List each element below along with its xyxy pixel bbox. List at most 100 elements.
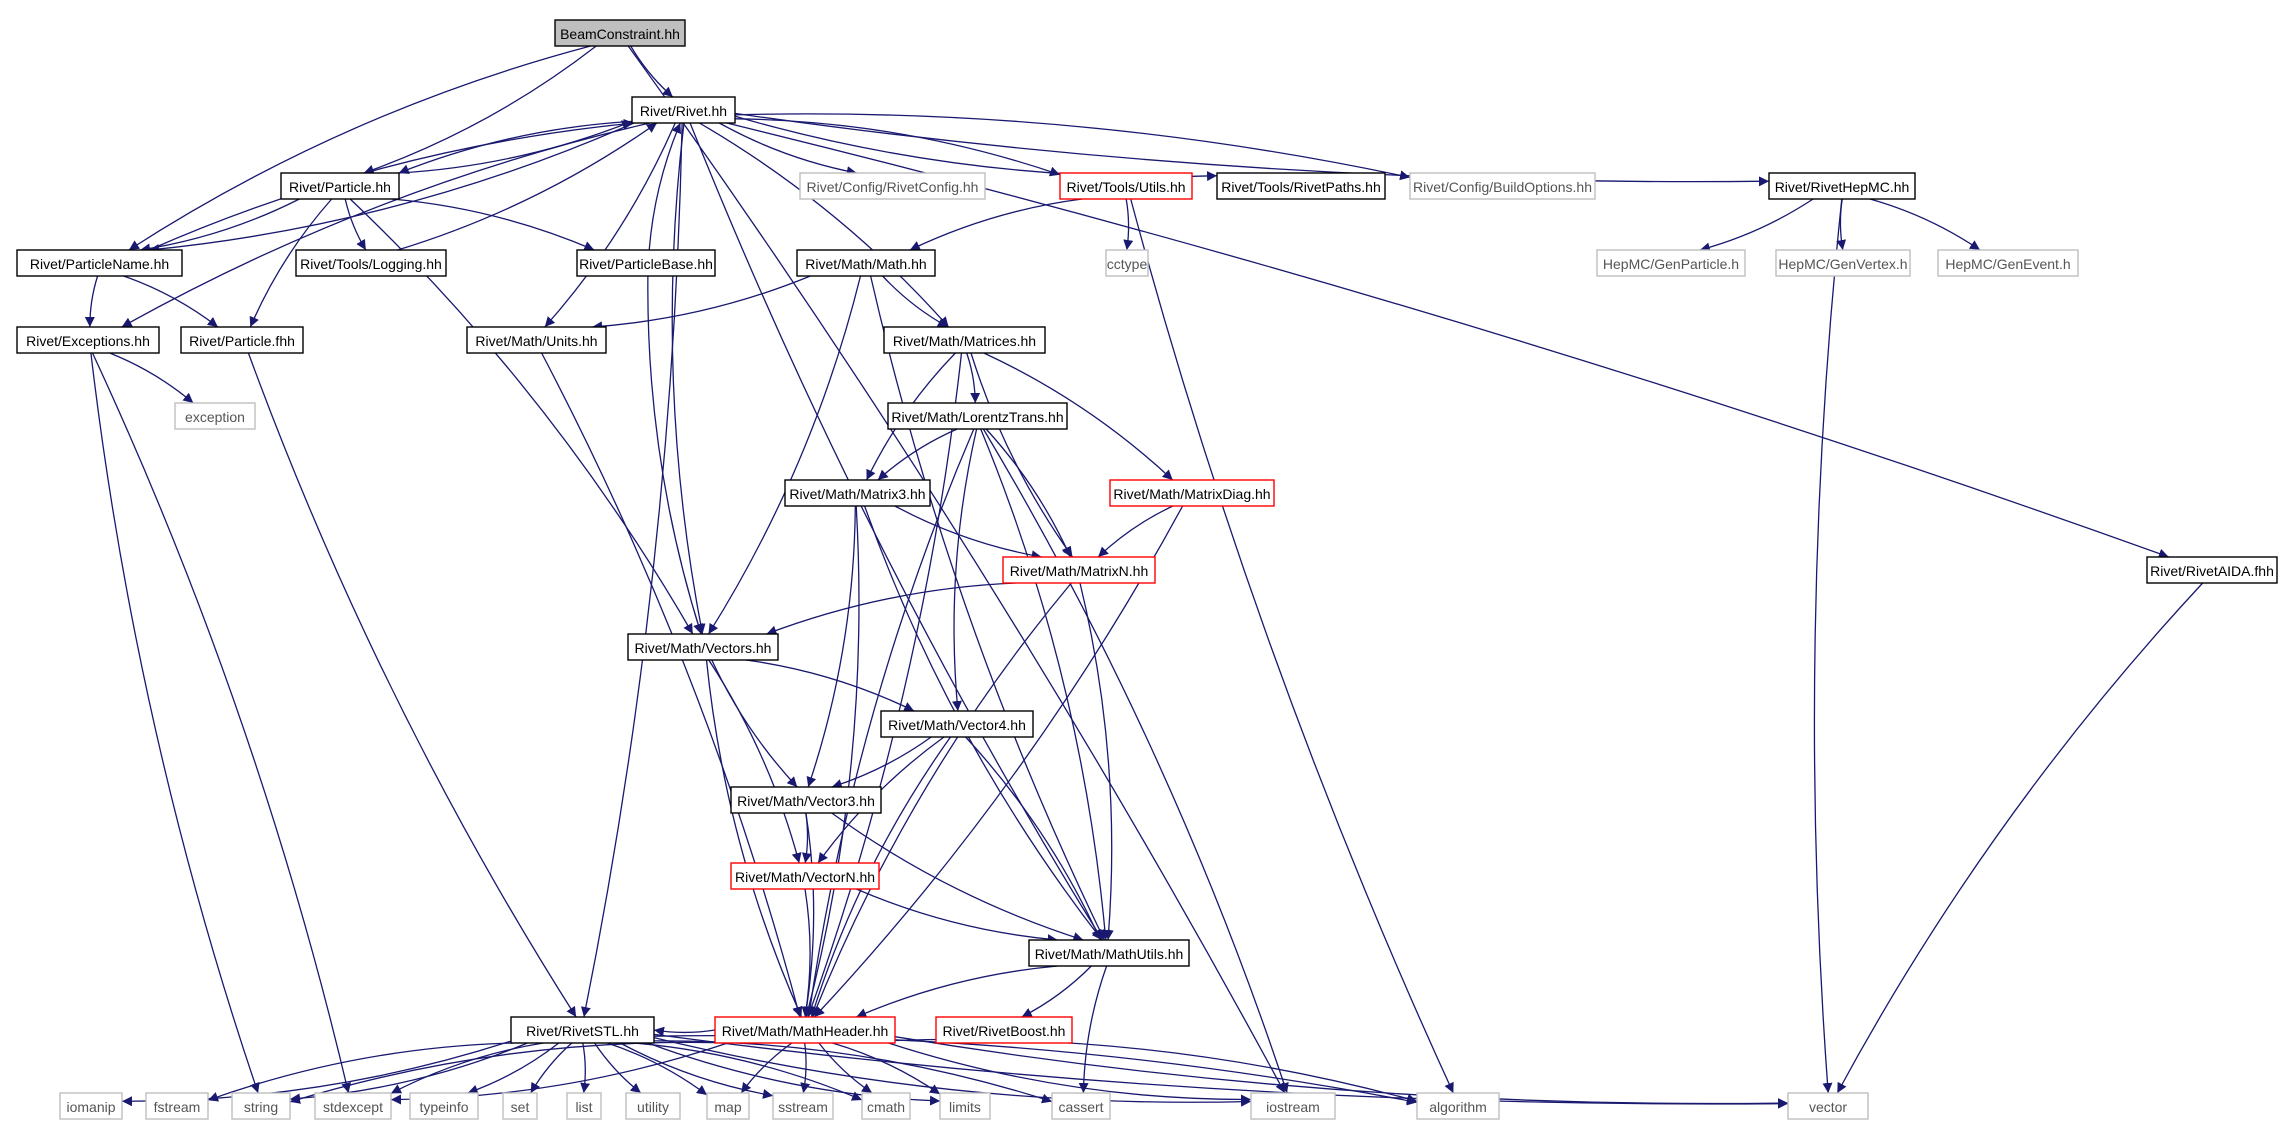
edge-stl-to-utility: [594, 1042, 642, 1094]
node-set[interactable]: set: [502, 1092, 538, 1120]
node-utility[interactable]: utility: [625, 1092, 681, 1120]
node-stl-box: [510, 1016, 655, 1044]
edge-vectors-to-vec3: [711, 659, 798, 788]
node-fstream[interactable]: fstream: [145, 1092, 209, 1120]
node-cctype[interactable]: cctype: [1105, 249, 1149, 277]
node-map[interactable]: map: [706, 1092, 750, 1120]
node-cfg[interactable]: Rivet/Config/RivetConfig.hh: [799, 172, 986, 200]
edge-vecN-to-mheader: [801, 888, 812, 1018]
edge-particle-to-pfhh: [249, 198, 333, 328]
node-exc[interactable]: Rivet/Exceptions.hh: [16, 326, 160, 354]
node-aida[interactable]: Rivet/RivetAIDA.fhh: [2146, 556, 2278, 584]
node-logging[interactable]: Rivet/Tools/Logging.hh: [295, 249, 447, 277]
node-list[interactable]: list: [566, 1092, 602, 1120]
node-cmath[interactable]: cmath: [861, 1092, 911, 1120]
node-utils-label: Rivet/Tools/Utils.hh: [1066, 179, 1185, 195]
node-sstream[interactable]: sstream: [772, 1092, 834, 1120]
node-matN[interactable]: Rivet/Math/MatrixN.hh: [1002, 556, 1156, 584]
node-vecN-label: Rivet/Math/VectorN.hh: [735, 869, 875, 885]
node-beam[interactable]: BeamConstraint.hh: [554, 19, 686, 47]
edge-hepmc-to-gene: [1869, 198, 1981, 251]
node-set-label: set: [511, 1099, 530, 1115]
edge-stl-to-cmath: [634, 1042, 863, 1101]
node-matdiag-box: [1109, 479, 1275, 507]
node-vecN[interactable]: Rivet/Math/VectorN.hh: [730, 862, 880, 890]
node-genv-box: [1775, 249, 1911, 277]
node-pname[interactable]: Rivet/ParticleName.hh: [16, 249, 183, 277]
edge-mutils-to-boost: [1021, 965, 1092, 1018]
edge-vec4-to-vec3: [831, 736, 932, 789]
edge-mheader-to-vector: [894, 1036, 1789, 1109]
edge-hepmc-to-genp: [1699, 198, 1814, 253]
node-mutils[interactable]: Rivet/Math/MathUtils.hh: [1028, 939, 1190, 967]
node-buildopt-box: [1409, 172, 1596, 200]
node-typeinfo[interactable]: typeinfo: [409, 1092, 479, 1120]
edge-exc-to-string: [90, 352, 260, 1094]
node-matrix3[interactable]: Rivet/Math/Matrix3.hh: [784, 479, 931, 507]
node-mathhh[interactable]: Rivet/Math/Math.hh: [796, 249, 936, 277]
node-beam-label: BeamConstraint.hh: [560, 26, 680, 42]
node-buildopt[interactable]: Rivet/Config/BuildOptions.hh: [1409, 172, 1596, 200]
node-boost[interactable]: Rivet/RivetBoost.hh: [935, 1016, 1073, 1044]
edge-mheader-to-map: [740, 1042, 793, 1094]
edge-particle-to-pname: [140, 198, 300, 254]
node-genv[interactable]: HepMC/GenVertex.h: [1775, 249, 1911, 277]
edge-mheader-to-iostream: [888, 1042, 1252, 1105]
edge-matrix3-to-vec3: [806, 505, 856, 788]
node-limits[interactable]: limits: [939, 1092, 991, 1120]
edge-matN-to-mheader: [811, 582, 1072, 1018]
node-stdexcept-box: [314, 1092, 392, 1120]
node-vec4[interactable]: Rivet/Math/Vector4.hh: [880, 710, 1034, 738]
node-vec3[interactable]: Rivet/Math/Vector3.hh: [730, 786, 882, 814]
node-matrices[interactable]: Rivet/Math/Matrices.hh: [883, 326, 1046, 354]
node-rivet[interactable]: Rivet/Rivet.hh: [631, 96, 736, 124]
node-rivet-box: [631, 96, 736, 124]
edge-mheader-to-stdexcept: [390, 1042, 728, 1105]
node-particle[interactable]: Rivet/Particle.hh: [280, 172, 400, 200]
node-cassert[interactable]: cassert: [1051, 1092, 1111, 1120]
node-exception[interactable]: exception: [174, 402, 256, 430]
node-gene-box: [1937, 249, 2079, 277]
node-genp[interactable]: HepMC/GenParticle.h: [1596, 249, 1746, 277]
edge-rivet-to-matrices: [699, 122, 950, 328]
node-paths-label: Rivet/Tools/RivetPaths.hh: [1221, 179, 1381, 195]
node-vector[interactable]: vector: [1787, 1092, 1869, 1120]
node-stdexcept[interactable]: stdexcept: [314, 1092, 392, 1120]
node-algorithm-box: [1416, 1092, 1500, 1120]
edge-mathhh-to-mutils: [869, 275, 1105, 941]
node-algorithm[interactable]: algorithm: [1416, 1092, 1500, 1120]
node-lorentz-label: Rivet/Math/LorentzTrans.hh: [891, 409, 1063, 425]
node-iostream-box: [1250, 1092, 1336, 1120]
node-iostream[interactable]: iostream: [1250, 1092, 1336, 1120]
node-utils[interactable]: Rivet/Tools/Utils.hh: [1059, 172, 1193, 200]
node-units[interactable]: Rivet/Math/Units.hh: [466, 326, 607, 354]
edge-matN-to-vectors: [766, 582, 1016, 636]
node-pfhh[interactable]: Rivet/Particle.fhh: [180, 326, 304, 354]
node-gene[interactable]: HepMC/GenEvent.h: [1937, 249, 2079, 277]
node-hepmc[interactable]: Rivet/RivetHepMC.hh: [1768, 172, 1916, 200]
node-lorentz[interactable]: Rivet/Math/LorentzTrans.hh: [887, 402, 1068, 430]
node-stl[interactable]: Rivet/RivetSTL.hh: [510, 1016, 655, 1044]
edge-vectors-to-mheader: [705, 659, 803, 1018]
node-cassert-label: cassert: [1058, 1099, 1103, 1115]
node-mheader[interactable]: Rivet/Math/MathHeader.hh: [714, 1016, 896, 1044]
edge-utils-to-mathhh: [909, 198, 1083, 251]
node-matdiag[interactable]: Rivet/Math/MatrixDiag.hh: [1109, 479, 1275, 507]
edge-particle-to-logging: [344, 198, 367, 251]
node-paths[interactable]: Rivet/Tools/RivetPaths.hh: [1216, 172, 1386, 200]
node-cfg-label: Rivet/Config/RivetConfig.hh: [807, 179, 979, 195]
edge-exc-to-exception: [109, 352, 194, 404]
edge-matN-to-mutils: [1079, 582, 1114, 941]
edge-matrices-to-lorentz: [966, 352, 981, 404]
node-vectors[interactable]: Rivet/Math/Vectors.hh: [627, 633, 779, 661]
node-matrix3-label: Rivet/Math/Matrix3.hh: [789, 486, 925, 502]
node-set-box: [502, 1092, 538, 1120]
node-rivet-label: Rivet/Rivet.hh: [640, 103, 727, 119]
node-pbase[interactable]: Rivet/ParticleBase.hh: [576, 249, 716, 277]
edge-stl-to-iomanip: [121, 1040, 512, 1107]
node-boost-box: [935, 1016, 1073, 1044]
node-string-box: [231, 1092, 291, 1120]
edge-stl-to-map: [607, 1042, 708, 1096]
node-string[interactable]: string: [231, 1092, 291, 1120]
node-iomanip[interactable]: iomanip: [59, 1092, 123, 1120]
